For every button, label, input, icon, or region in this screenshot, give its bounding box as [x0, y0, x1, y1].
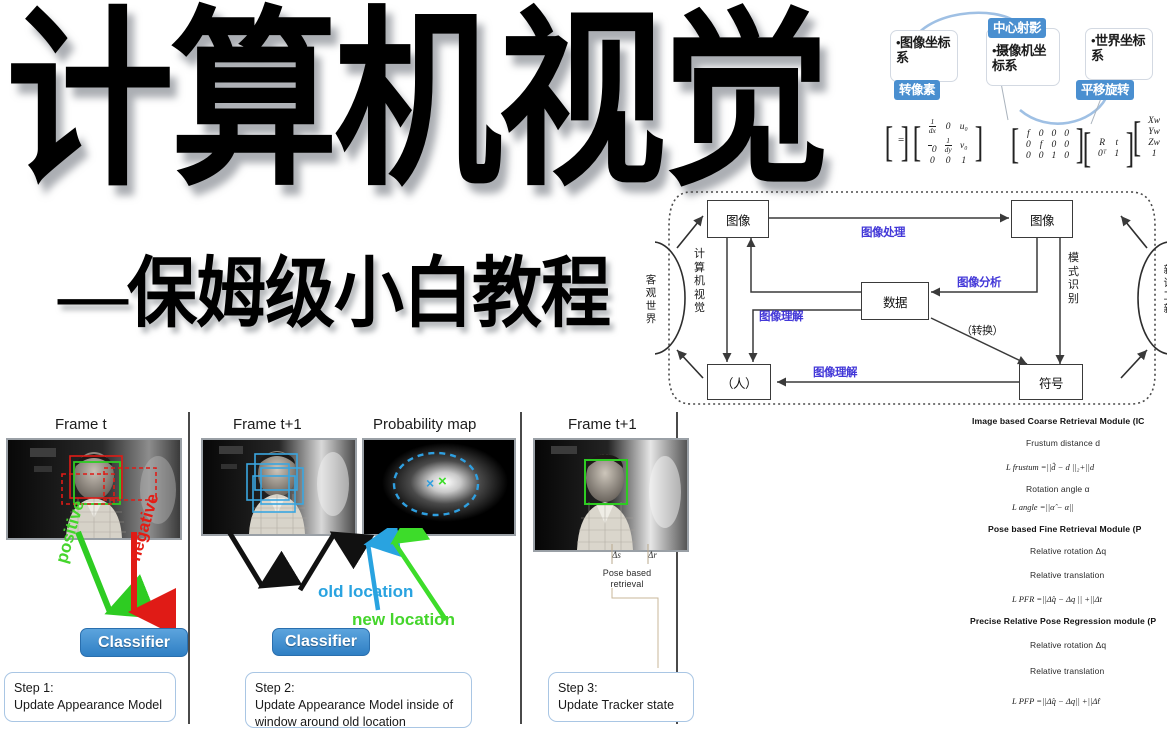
frustum-loss-line: L frustum =||d̂ − d ||₂+||d — [1006, 462, 1095, 472]
probability-heatmap — [364, 440, 514, 534]
box-camera-coordinate-system-label: •摄像机坐标系 — [992, 43, 1047, 73]
step-1-title: Step 1: — [14, 681, 54, 695]
panel2-arrows — [225, 528, 448, 622]
relative-rotation-line-2: Relative rotation Δq — [1030, 640, 1107, 650]
node-symbol: 符号 — [1019, 364, 1083, 400]
svg-text:×: × — [438, 473, 447, 490]
old-location-label: old location — [318, 582, 414, 601]
module-pfp-head: Precise Relative Pose Regression module … — [970, 616, 1157, 626]
frame-t-image — [6, 438, 182, 540]
ellipse-objective-world: 客观世界 — [645, 275, 657, 325]
equation-equals: = — [898, 134, 905, 146]
step-1-box: Step 1: Update Appearance Model — [4, 672, 176, 722]
box-image-coordinate-system: •图像坐标系 — [890, 30, 958, 82]
step-2-body: Update Appearance Model inside of window… — [255, 698, 454, 729]
box-world-coordinate-system-label: •世界坐标系 — [1091, 33, 1146, 63]
label-image-understanding-2: 图像理解 — [813, 367, 858, 379]
node-image-right: 图像 — [1011, 200, 1073, 238]
panel-frame-t-title: Frame t — [55, 416, 107, 433]
tracker-photo — [535, 440, 687, 550]
probability-markers: × × — [392, 451, 480, 517]
module-text-layer: Image based Coarse Retrieval Module (IC … — [968, 410, 1167, 729]
coordinate-systems-diagram: •图像坐标系 •摄像机坐标系 •世界坐标系 转像素 中心射影 平移旋转 [ ] … — [880, 2, 1167, 182]
svg-text:×: × — [426, 475, 434, 491]
flowchart-edges — [655, 191, 1167, 405]
label-pattern-recognition: 模式识别 — [1068, 252, 1079, 305]
panel-divider-3 — [676, 412, 678, 724]
tracker-box — [584, 459, 628, 505]
angle-loss-line: L angle =||α̂ − α|| — [1012, 502, 1074, 512]
classifier-button-1[interactable]: Classifier — [80, 628, 188, 657]
frame-t1-boxes — [246, 453, 304, 513]
step-2-title: Step 2: — [255, 681, 295, 695]
computer-vision-flowchart: 图像 图像 数据 （人） 符号 图像处理 图像分析 图像理解 图像理解 （转换）… — [646, 186, 1167, 410]
panel-frame-t1-title: Frame t+1 — [233, 416, 302, 433]
label-image-understanding-1: 图像理解 — [759, 311, 804, 323]
panel-divider-1 — [188, 412, 190, 724]
frame-t-boxes — [61, 455, 157, 505]
panel-divider-2 — [520, 412, 522, 724]
delta-r-tick: Δr — [648, 550, 657, 560]
label-image-analysis: 图像分析 — [957, 277, 1002, 289]
step-2-box: Step 2: Update Appearance Model inside o… — [245, 672, 472, 729]
delta-s-tick: Δs — [612, 550, 621, 560]
frame-t-arrows — [75, 530, 176, 636]
step-1-body: Update Appearance Model — [14, 698, 163, 712]
module-pfr-head: Pose based Fine Retrieval Module (P — [988, 524, 1142, 534]
probability-map-image: × × — [362, 438, 516, 536]
label-image-processing: 图像处理 — [861, 227, 906, 239]
pose-based-retrieval-label: Pose based retrieval — [602, 568, 652, 589]
relative-translation-line-2: Relative translation — [1030, 666, 1105, 676]
chip-translate-rotate: 平移旋转 — [1076, 80, 1135, 100]
chip-to-pixel: 转像素 — [894, 80, 941, 100]
box-image-coordinate-system-label: •图像坐标系 — [896, 35, 951, 65]
page-subtitle: —保姆级小白教程 — [58, 253, 611, 338]
pose-retrieval-connector — [611, 544, 659, 668]
page-title: 计算机视觉 — [6, 0, 830, 210]
tracking-and-network-strip: Frame t — [0, 410, 1167, 729]
tracker-frame-image — [533, 438, 689, 552]
step-3-body: Update Tracker state — [558, 698, 675, 712]
rotation-angle-line: Rotation angle α — [1026, 484, 1090, 494]
panel-tracker-title: Frame t+1 — [568, 416, 637, 433]
module-icr-head: Image based Coarse Retrieval Module (IC — [972, 416, 1145, 426]
frame-t1-photo — [203, 440, 355, 534]
pfr-loss-line: L PFR =||Δ̂q − Δq || +||Δt — [1012, 594, 1102, 604]
label-computer-vision: 计算机视觉 — [694, 248, 705, 314]
node-image-left: 图像 — [707, 200, 769, 238]
pfp-loss-line: L PFP =||Δ̂q − Δq|| +||Δ̂t — [1012, 696, 1100, 706]
classifier-button-2[interactable]: Classifier — [272, 628, 370, 656]
node-human: （人） — [707, 364, 771, 400]
new-location-label: new location — [352, 610, 455, 629]
step-3-title: Step 3: — [558, 681, 598, 695]
ellipse-new-theory: 新理论新工具新技术 — [1159, 264, 1167, 329]
node-data: 数据 — [861, 282, 929, 320]
chip-central-projection: 中心射影 — [988, 18, 1047, 38]
relative-rotation-line: Relative rotation Δq — [1030, 546, 1107, 556]
box-world-coordinate-system: •世界坐标系 — [1085, 28, 1153, 80]
probability-map-title: Probability map — [373, 416, 477, 433]
relative-translation-line: Relative translation — [1030, 570, 1105, 580]
frustum-distance-line: Frustum distance d — [1026, 438, 1101, 448]
label-transform: （转换） — [961, 325, 1004, 337]
frame-t1-image — [201, 438, 357, 536]
step-3-box: Step 3: Update Tracker state — [548, 672, 694, 722]
